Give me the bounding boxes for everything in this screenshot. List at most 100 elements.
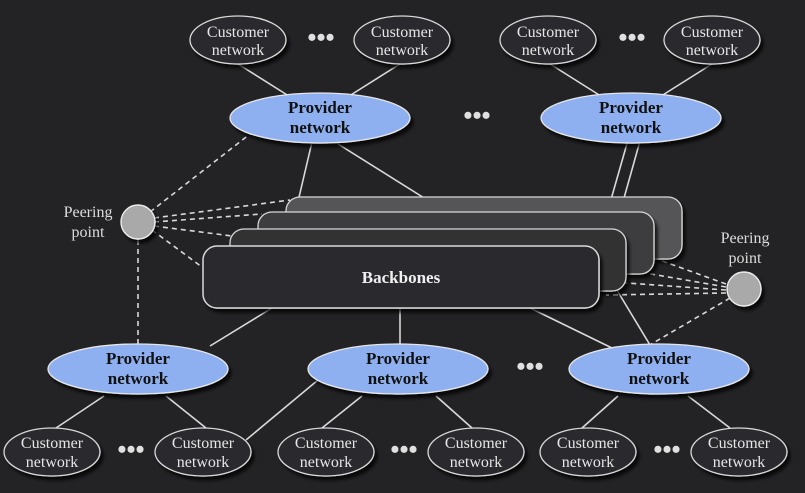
- ellipsis-top-providers: •••: [463, 101, 490, 130]
- ellipsis-bottom-customers-2: •••: [390, 435, 417, 464]
- provider-network-bottom-mid-ellipse: [307, 343, 489, 395]
- peering-point-right-label-1: Peering: [721, 230, 770, 247]
- customer-network-bottom-6-label-2: network: [713, 454, 765, 471]
- peering-point-right-label-2: point: [729, 250, 762, 267]
- peering-point-left-label-2: point: [72, 224, 105, 241]
- customer-network-top-1-ellipse: [189, 15, 287, 65]
- link-top-left-provider-customer-2: [345, 63, 401, 99]
- link-bottom-mid-provider-customer-3: [245, 379, 319, 441]
- customer-network-bottom-6-ellipse: [690, 427, 788, 477]
- provider-network-top-right-ellipse: [540, 92, 722, 144]
- customer-network-top-3-ellipse: [499, 15, 597, 65]
- customer-network-bottom-1-label-2: network: [26, 454, 78, 471]
- customer-network-bottom-5-ellipse: [539, 427, 637, 477]
- customer-network-bottom-4-ellipse: [427, 427, 525, 477]
- link-bottom-right-provider-backbone-a: [529, 307, 613, 349]
- link-top-right-provider-customer-2: [657, 63, 713, 99]
- peering-point-left: Peering point: [64, 204, 156, 241]
- link-top-left-provider-customer-1: [237, 63, 293, 99]
- dashed-right-peer-backbone-1: [653, 257, 727, 285]
- backbone-stack: Backbones: [202, 196, 683, 309]
- customer-network-top-4: Customer network: [663, 15, 761, 65]
- customer-network-bottom-2-label-1: Customer: [172, 435, 235, 452]
- customer-network-top-1-label-1: Customer: [207, 24, 270, 41]
- provider-network-top-left-label-2: network: [290, 118, 351, 137]
- customer-network-bottom-3: Customer network: [277, 427, 375, 477]
- customer-network-top-4-label-2: network: [686, 42, 738, 59]
- customer-network-bottom-5: Customer network: [539, 427, 637, 477]
- dashed-right-peer-bottom-provider: [647, 297, 731, 347]
- link-bottom-left-provider-customer-1: [55, 395, 105, 429]
- link-bottom-left-provider-customer-2: [165, 395, 207, 429]
- provider-network-bottom-left-ellipse: [47, 343, 229, 395]
- link-bottom-left-provider-backbone: [209, 307, 273, 347]
- dashed-left-peer-provider: [149, 133, 251, 213]
- customer-network-bottom-4: Customer network: [427, 427, 525, 477]
- customer-network-top-2-label-2: network: [376, 42, 428, 59]
- provider-network-bottom-right: Provider network: [568, 343, 750, 395]
- customer-network-top-1: Customer network: [189, 15, 287, 65]
- provider-network-bottom-left-label-2: network: [108, 369, 169, 388]
- customer-network-top-3-label-1: Customer: [517, 24, 580, 41]
- ellipsis-bottom-customers-3: •••: [653, 435, 680, 464]
- customer-network-bottom-3-label-1: Customer: [295, 435, 358, 452]
- customer-network-bottom-2-label-2: network: [177, 454, 229, 471]
- customer-network-bottom-6: Customer network: [690, 427, 788, 477]
- customer-network-top-2-ellipse: [353, 15, 451, 65]
- dashed-left-peer-backbone-3: [153, 225, 233, 237]
- dashed-right-peer-backbone-3: [611, 281, 727, 291]
- customer-network-bottom-5-label-2: network: [562, 454, 614, 471]
- peering-point-right: Peering point: [721, 230, 770, 307]
- link-bottom-mid-provider-customer-2: [435, 395, 473, 429]
- customer-network-top-2-label-1: Customer: [371, 24, 434, 41]
- provider-network-top-left-ellipse: [229, 92, 411, 144]
- link-bottom-right-provider-customer-2: [687, 395, 731, 429]
- customer-network-top-2: Customer network: [353, 15, 451, 65]
- customer-network-bottom-4-label-1: Customer: [445, 435, 508, 452]
- customer-network-top-4-label-1: Customer: [681, 24, 744, 41]
- peering-point-right-circle: [726, 271, 762, 307]
- ellipsis-bottom-providers: •••: [516, 352, 543, 381]
- customer-network-bottom-6-label-1: Customer: [708, 435, 771, 452]
- customer-network-bottom-3-label-2: network: [300, 454, 352, 471]
- provider-network-top-right-label-2: network: [601, 118, 662, 137]
- provider-network-bottom-right-ellipse: [568, 343, 750, 395]
- link-bottom-mid-provider-customer-1: [321, 395, 363, 429]
- peering-point-left-label-1: Peering: [64, 204, 113, 221]
- ellipsis-top-right-customers: •••: [618, 23, 645, 52]
- link-bottom-right-provider-customer-1: [581, 395, 619, 429]
- customer-network-bottom-1: Customer network: [3, 427, 101, 477]
- customer-network-bottom-4-label-2: network: [450, 454, 502, 471]
- customer-network-top-3-label-2: network: [522, 42, 574, 59]
- customer-network-bottom-5-label-1: Customer: [557, 435, 620, 452]
- dashed-right-peer-backbone-4: [605, 292, 727, 296]
- ellipsis-bottom-customers-1: •••: [117, 435, 144, 464]
- ellipsis-top-left-customers: •••: [307, 23, 334, 52]
- provider-network-top-left: Provider network: [229, 92, 411, 144]
- customer-network-bottom-2: Customer network: [154, 427, 252, 477]
- provider-network-bottom-right-label-1: Provider: [627, 349, 691, 368]
- customer-network-top-1-label-2: network: [212, 42, 264, 59]
- dashed-left-peer-backbone-1: [153, 199, 291, 219]
- provider-network-bottom-right-label-2: network: [629, 369, 690, 388]
- customer-network-top-3: Customer network: [499, 15, 597, 65]
- link-top-right-provider-customer-1: [549, 63, 605, 99]
- backbones-label: Backbones: [362, 268, 441, 287]
- provider-network-top-right: Provider network: [540, 92, 722, 144]
- backbone-layer-1: [202, 245, 600, 309]
- customer-network-top-4-ellipse: [663, 15, 761, 65]
- provider-network-bottom-mid-label-1: Provider: [366, 349, 430, 368]
- provider-network-top-left-label-1: Provider: [288, 98, 352, 117]
- customer-network-bottom-3-ellipse: [277, 427, 375, 477]
- provider-network-bottom-left-label-1: Provider: [106, 349, 170, 368]
- peering-point-left-circle: [120, 204, 156, 240]
- customer-network-bottom-2-ellipse: [154, 427, 252, 477]
- customer-network-bottom-1-label-1: Customer: [21, 435, 84, 452]
- provider-network-bottom-mid: Provider network: [307, 343, 489, 395]
- dashed-left-peer-backbone-4: [151, 229, 207, 271]
- provider-network-bottom-mid-label-2: network: [368, 369, 429, 388]
- provider-network-top-right-label-1: Provider: [599, 98, 663, 117]
- provider-network-bottom-left: Provider network: [47, 343, 229, 395]
- customer-network-bottom-1-ellipse: [3, 427, 101, 477]
